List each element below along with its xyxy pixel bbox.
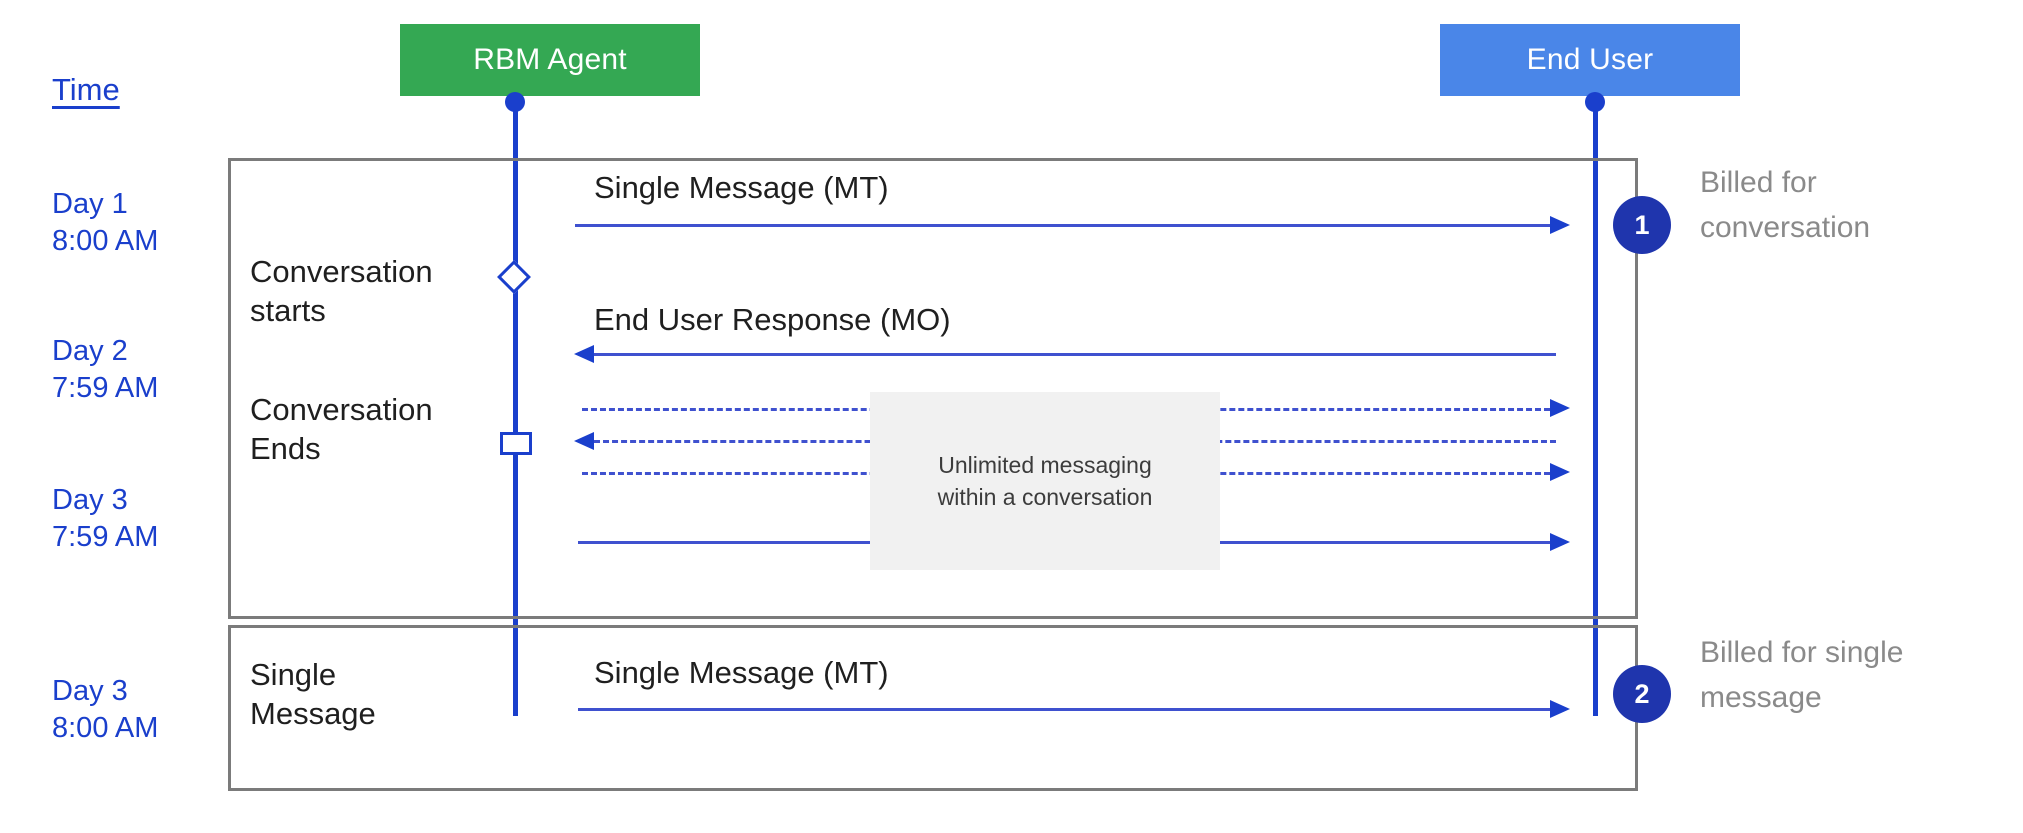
callout-text-billed-for-conversation: Billed for conversation <box>1700 166 1871 244</box>
arrowhead-right-mt-top <box>1550 216 1570 234</box>
annotation-text: Unlimited messaging within a conversatio… <box>937 452 1153 510</box>
message-line-mt-top <box>575 224 1550 227</box>
timestamp-day1-800am: Day 1 8:00 AM <box>52 188 159 257</box>
message-label-single-message-mt-top: Single Message (MT) <box>594 170 889 205</box>
phase-label-conversation-starts: Conversation starts <box>250 254 433 328</box>
arrowhead-left-dashed-1 <box>574 432 594 450</box>
arrowhead-right-dashed-2 <box>1550 463 1570 481</box>
arrowhead-right-mt-bottom <box>1550 700 1570 718</box>
callout-badge-1: 1 <box>1613 196 1671 254</box>
time-axis-label: Time <box>52 72 120 107</box>
message-label-single-message-mt-bottom: Single Message (MT) <box>594 655 889 690</box>
actor-box-end-user: End User <box>1440 24 1740 96</box>
arrowhead-right-dashed-1 <box>1550 399 1570 417</box>
square-marker-conversation-end <box>500 432 532 455</box>
timestamp-day3-759am: Day 3 7:59 AM <box>52 484 159 553</box>
phase-label-single-message: Single Message <box>250 657 376 731</box>
lifeline-rbm-agent <box>513 96 518 716</box>
lifeline-end-user <box>1593 96 1598 716</box>
phase-label-conversation-ends: Conversation Ends <box>250 392 433 466</box>
timestamp-day2-759am: Day 2 7:59 AM <box>52 335 159 404</box>
message-label-end-user-response-mo: End User Response (MO) <box>594 302 951 337</box>
arrowhead-left-mo <box>574 345 594 363</box>
annotation-unlimited-messaging: Unlimited messaging within a conversatio… <box>870 392 1220 570</box>
timestamp-day3-800am: Day 3 8:00 AM <box>52 675 159 744</box>
message-line-mt-bottom <box>578 708 1550 711</box>
arrowhead-right-solid-bottom <box>1550 533 1570 551</box>
frame-conversation-block <box>228 158 1638 619</box>
callout-text-billed-for-single-message: Billed for single message <box>1700 636 1904 714</box>
actor-box-rbm-agent: RBM Agent <box>400 24 700 96</box>
message-line-mo <box>594 353 1556 356</box>
callout-badge-2: 2 <box>1613 665 1671 723</box>
